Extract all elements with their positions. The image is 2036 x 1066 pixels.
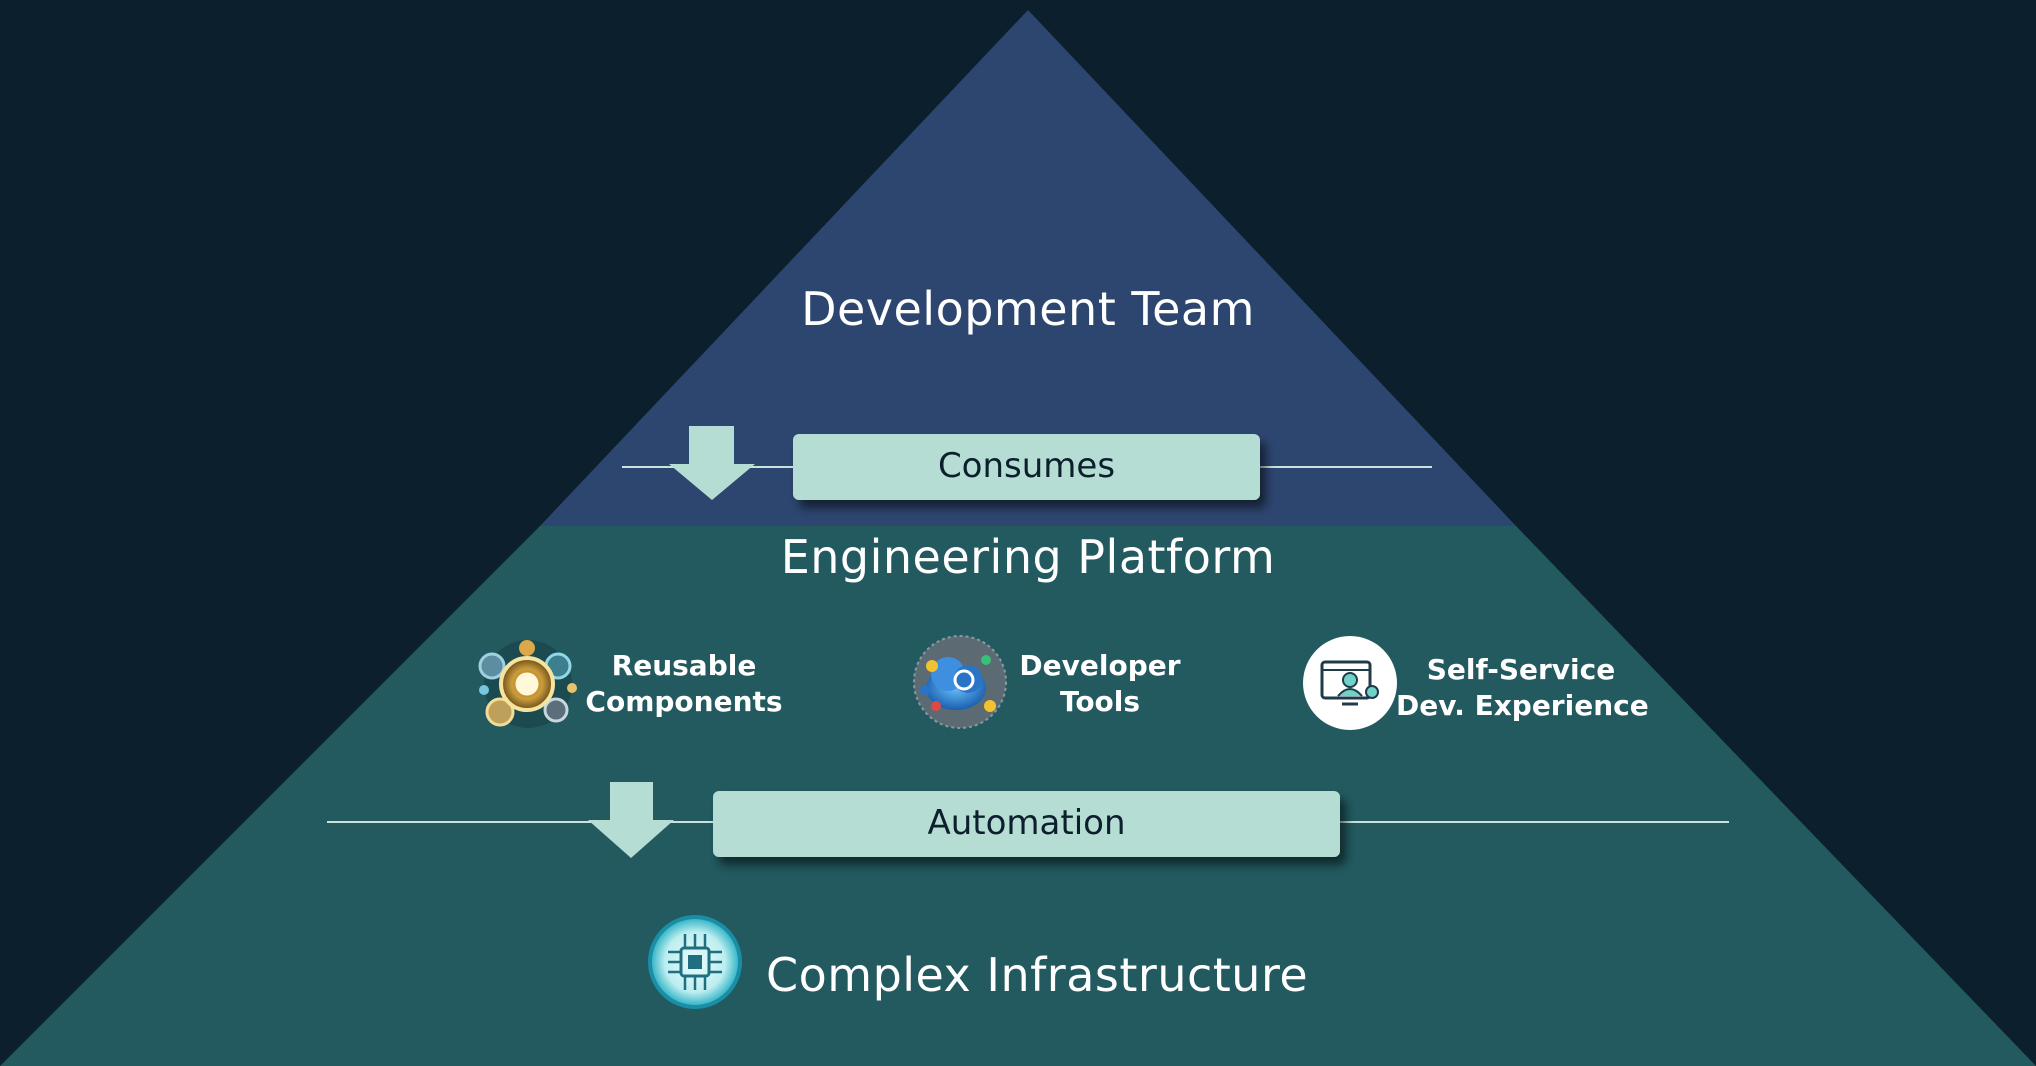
- self-service-icon: [1303, 636, 1397, 730]
- automation-label: Automation: [927, 803, 1126, 843]
- developer-tools-line2: Tools: [1059, 685, 1141, 718]
- engineering-platform-title: Engineering Platform: [780, 530, 1276, 584]
- consumes-bar: [793, 434, 1260, 500]
- consumes-label: Consumes: [937, 446, 1116, 486]
- self-service-line2: Dev. Experience: [1396, 689, 1649, 722]
- complex-infrastructure-title: Complex Infrastructure: [766, 948, 1309, 1002]
- gears-icon: [478, 640, 577, 728]
- reusable-components-label: Reusable Components: [574, 648, 794, 720]
- circuit-chip-icon: [648, 915, 742, 1009]
- consumes-down-arrow: [669, 426, 755, 500]
- developer-tools-label: Developer Tools: [990, 648, 1210, 720]
- automation-bar: [713, 791, 1340, 857]
- development-team-title: Development Team: [801, 282, 1255, 336]
- pyramid-top-layer: [540, 10, 1516, 526]
- reusable-components-line2: Components: [585, 685, 783, 718]
- automation-down-arrow: [588, 782, 674, 858]
- developer-tools-line1: Developer: [1019, 649, 1181, 682]
- self-service-line1: Self-Service: [1426, 653, 1616, 686]
- self-service-label: Self-Service Dev. Experience: [1396, 652, 1649, 724]
- cloud-tools-icon: [913, 635, 1007, 729]
- reusable-components-line1: Reusable: [611, 649, 757, 682]
